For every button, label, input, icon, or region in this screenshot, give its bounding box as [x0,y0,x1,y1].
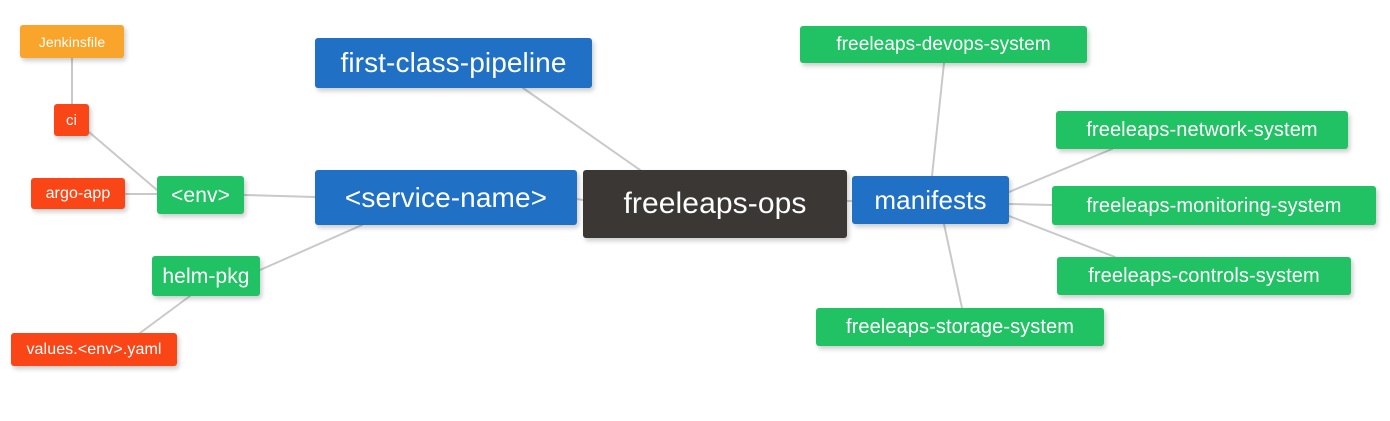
node-label-first-class-pipeline: first-class-pipeline [340,47,567,78]
edge-manifests-to-freeleaps-storage-system [943,223,963,309]
node-helm-pkg[interactable]: helm-pkg [152,256,260,296]
node-label-freeleaps-network-system: freeleaps-network-system [1086,119,1318,141]
node-freeleaps-controls-system[interactable]: freeleaps-controls-system [1057,257,1351,295]
node-label-values-env-yaml: values.<env>.yaml [26,340,162,358]
edge-first-class-pipeline-to-freeleaps-ops [522,87,641,171]
node-env[interactable]: <env> [157,176,244,214]
node-label-manifests: manifests [874,185,987,215]
node-label-freeleaps-controls-system: freeleaps-controls-system [1088,265,1320,287]
edge-manifests-to-freeleaps-monitoring-system [1008,203,1053,206]
node-label-freeleaps-ops: freeleaps-ops [623,187,807,220]
edge-helm-pkg-to-values-env-yaml [139,295,191,334]
node-label-jenkinsfile: Jenkinsfile [38,33,106,50]
node-label-env: <env> [171,183,230,207]
node-label-freeleaps-monitoring-system: freeleaps-monitoring-system [1086,194,1342,217]
node-label-ci: ci [65,111,78,129]
edge-manifests-to-freeleaps-devops-system [931,62,945,177]
node-label-freeleaps-storage-system: freeleaps-storage-system [845,316,1075,338]
node-label-service-name: <service-name> [344,181,548,213]
node-freeleaps-monitoring-system[interactable]: freeleaps-monitoring-system [1052,186,1376,225]
node-label-helm-pkg: helm-pkg [162,264,250,288]
node-freeleaps-network-system[interactable]: freeleaps-network-system [1056,111,1348,149]
node-first-class-pipeline[interactable]: first-class-pipeline [315,38,592,88]
node-service-name[interactable]: <service-name> [315,170,577,225]
node-argo-app[interactable]: argo-app [31,178,125,209]
edge-service-name-to-helm-pkg [259,224,363,271]
node-manifests[interactable]: manifests [852,176,1009,224]
node-freeleaps-devops-system[interactable]: freeleaps-devops-system [800,26,1087,63]
node-label-argo-app: argo-app [45,184,111,202]
edge-env-to-service-name [243,194,316,198]
node-label-freeleaps-devops-system: freeleaps-devops-system [836,34,1051,55]
node-ci[interactable]: ci [54,104,89,136]
node-freeleaps-ops[interactable]: freeleaps-ops [583,170,847,238]
node-jenkinsfile[interactable]: Jenkinsfile [20,25,124,58]
node-freeleaps-storage-system[interactable]: freeleaps-storage-system [816,308,1104,346]
node-values-env-yaml[interactable]: values.<env>.yaml [11,333,177,366]
